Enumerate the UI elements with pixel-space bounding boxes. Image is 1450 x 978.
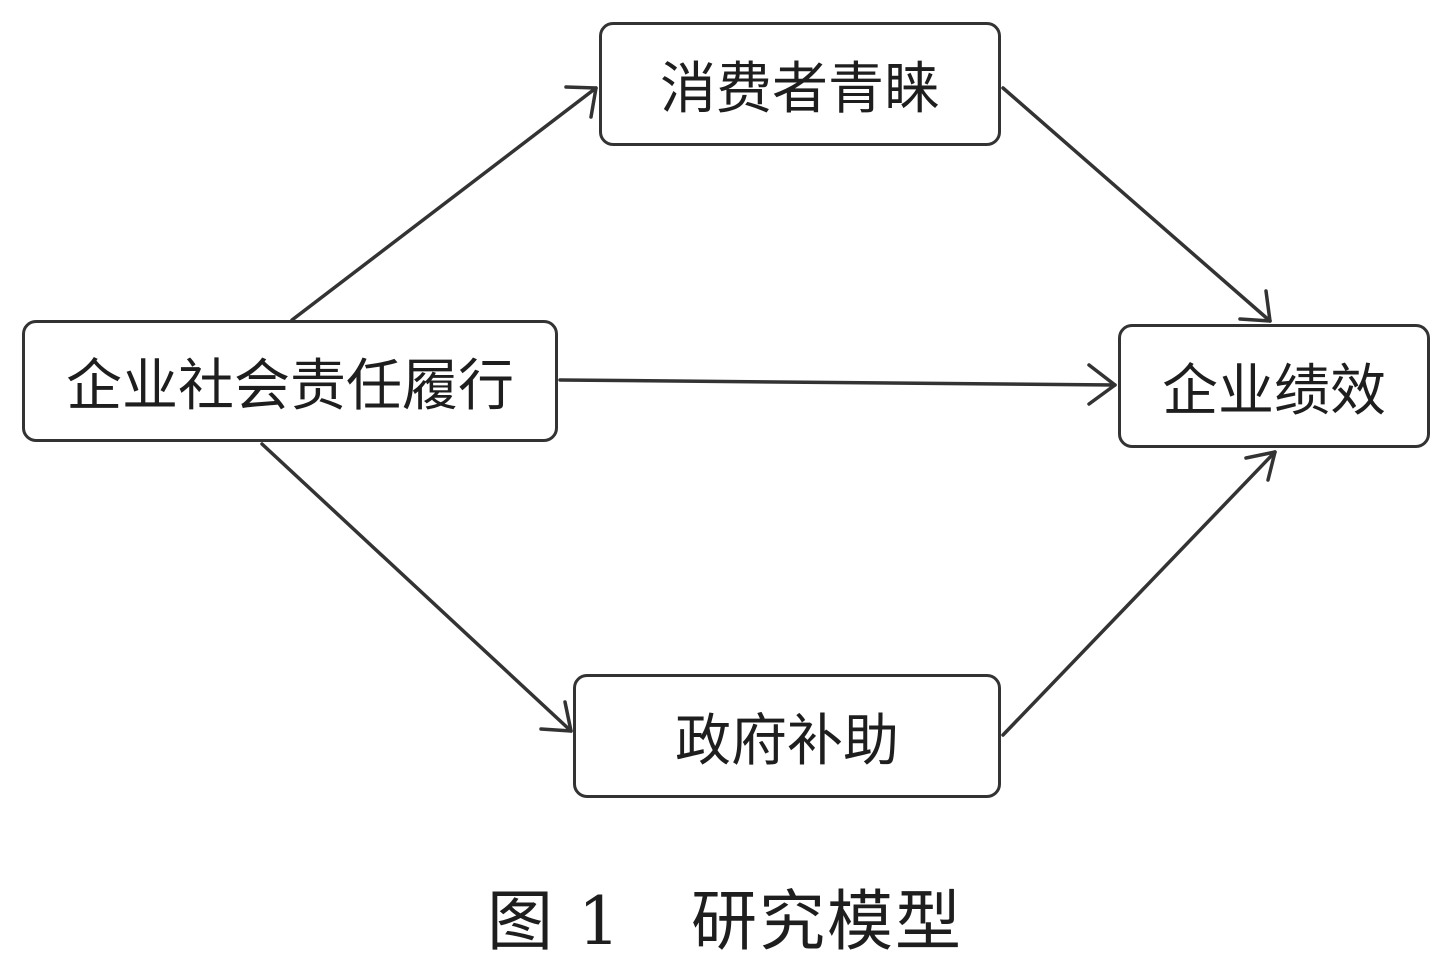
arrow-consumer-preference-to-performance xyxy=(1001,86,1272,323)
arrowhead-performance-middle xyxy=(1087,363,1117,406)
consumer-preference-node: 消费者青睐 xyxy=(599,22,1001,146)
firm-performance-node: 企业绩效 xyxy=(1118,324,1430,448)
caption-spacer xyxy=(622,883,691,960)
csr-node: 企业社会责任履行 xyxy=(22,320,558,442)
gov-subsidy-node-label: 政府补助 xyxy=(675,708,899,774)
firm-performance-node-label: 企业绩效 xyxy=(1162,358,1386,424)
consumer-preference-node-label: 消费者青睐 xyxy=(660,56,940,122)
arrow-gov-subsidy-to-performance xyxy=(1001,450,1277,737)
figure-title: 研究模型 xyxy=(690,883,963,960)
arrow-csr-to-performance xyxy=(558,378,1117,387)
arrow-csr-to-gov-subsidy xyxy=(260,442,573,733)
csr-node-label: 企业社会责任履行 xyxy=(66,353,514,419)
gov-subsidy-node: 政府补助 xyxy=(573,674,1001,798)
arrow-csr-to-consumer-preference xyxy=(290,86,598,322)
figure-number: 图 1 xyxy=(487,883,623,960)
figure-caption: 图 1 研究模型 xyxy=(0,868,1450,964)
arrowhead-performance-bottom xyxy=(1244,450,1277,482)
arrowhead-gov-subsidy xyxy=(539,700,573,733)
arrowhead-performance-top xyxy=(1238,289,1272,323)
arrowhead-consumer-preference xyxy=(564,85,598,119)
